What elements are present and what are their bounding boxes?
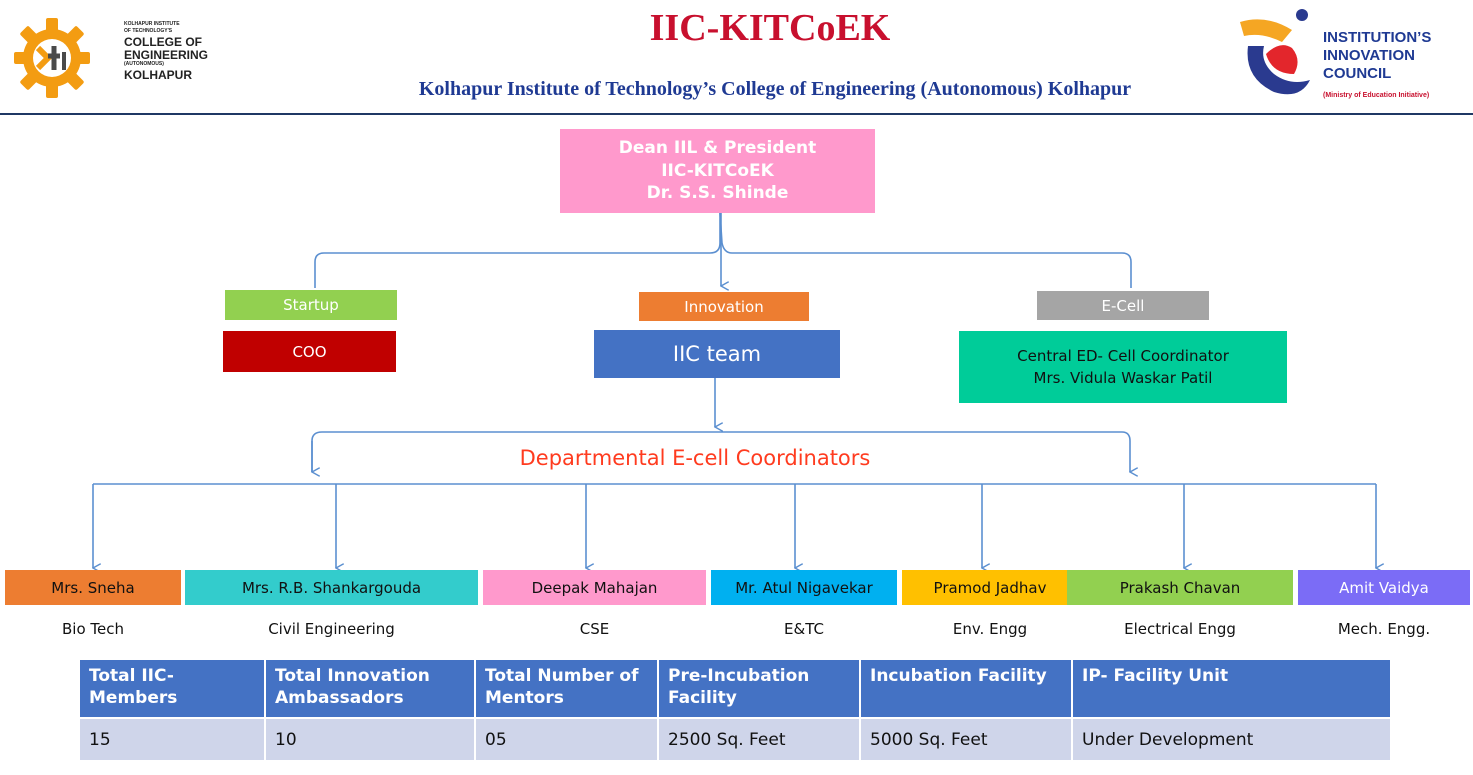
kitcoek-gear-logo-icon — [14, 18, 90, 98]
table-cell: 15 — [80, 717, 266, 760]
table-header: IP- Facility Unit — [1072, 660, 1390, 718]
table-header: Total IIC-Members — [80, 660, 266, 718]
coordinator-box-mech: Amit Vaidya — [1298, 570, 1470, 605]
page-title: IIC-KITCoEK — [649, 7, 891, 49]
logo-left-line-6: KOLHAPUR — [124, 68, 192, 82]
dept-label-env: Env. Engg — [952, 620, 1028, 638]
table-header: Incubation Facility — [860, 660, 1073, 718]
table-header: Total Number of Mentors — [475, 660, 659, 718]
coordinator-box-civil: Mrs. R.B. Shankargouda — [185, 570, 478, 605]
ed-cell-role: Central ED- Cell Coordinator — [1017, 346, 1229, 365]
coordinator-box-env: Pramod Jadhav — [902, 570, 1078, 605]
dept-label-mech: Mech. Engg. — [1337, 620, 1431, 638]
header-divider — [0, 113, 1473, 115]
logo-left-line-5: (AUTONOMOUS) — [124, 61, 164, 67]
institute-subtitle: Kolhapur Institute of Technology’s Colle… — [418, 78, 1132, 100]
coordinator-box-biotech: Mrs. Sneha — [5, 570, 181, 605]
coordinator-box-cse: Deepak Mahajan — [483, 570, 706, 605]
dean-title-line: Dean IIL & President — [618, 138, 817, 159]
table-header: Total Innovation Ambassadors — [265, 660, 476, 718]
iic-logo-subtitle: (Ministry of Education Initiative) — [1323, 92, 1430, 99]
logo-left-line-2: OF TECHNOLOGY'S — [124, 28, 173, 34]
startup-label: Startup — [225, 290, 397, 320]
table-row: 15 10 05 2500 Sq. Feet 5000 Sq. Feet Und… — [80, 717, 1390, 760]
table-cell: 05 — [475, 717, 659, 760]
iic-logo-line-2: INNOVATION — [1323, 47, 1415, 64]
table-header-row: Total IIC-Members Total Innovation Ambas… — [80, 660, 1390, 718]
dean-name-line: Dr. S.S. Shinde — [646, 183, 789, 204]
central-ed-cell-box: Central ED- Cell Coordinator Mrs. Vidula… — [959, 331, 1287, 403]
dean-president-box: Dean IIL & President IIC-KITCoEK Dr. S.S… — [560, 129, 875, 213]
innovation-label: Innovation — [639, 292, 809, 321]
dept-label-cse: CSE — [579, 620, 610, 638]
table-cell: Under Development — [1072, 717, 1390, 760]
iic-stats-table: Total IIC-Members Total Innovation Ambas… — [80, 660, 1390, 760]
iic-logo-line-3: COUNCIL — [1323, 65, 1392, 82]
iic-logo-line-1: INSTITUTION’S — [1323, 29, 1432, 46]
coordinator-box-entc: Mr. Atul Nigavekar — [711, 570, 897, 605]
logo-left-line-1: KOLHAPUR INSTITUTE — [124, 21, 180, 27]
dept-label-entc: E&TC — [784, 620, 824, 638]
logo-left-line-3: COLLEGE OF — [124, 35, 202, 49]
iic-council-logo-icon — [1240, 9, 1310, 95]
coordinator-box-electrical: Prakash Chavan — [1067, 570, 1293, 605]
dept-label-civil: Civil Engineering — [268, 620, 395, 638]
ed-cell-name: Mrs. Vidula Waskar Patil — [1033, 369, 1213, 387]
ecell-label: E-Cell — [1037, 291, 1209, 320]
dean-org-line: IIC-KITCoEK — [661, 160, 774, 181]
table-cell: 5000 Sq. Feet — [860, 717, 1073, 760]
dept-label-electrical: Electrical Engg — [1124, 620, 1236, 638]
iic-team-box: IIC team — [594, 330, 840, 378]
dept-label-biotech: Bio Tech — [62, 620, 124, 638]
logo-left-line-4: ENGINEERING — [124, 48, 209, 62]
table-cell: 2500 Sq. Feet — [658, 717, 861, 760]
coo-box: COO — [223, 331, 396, 372]
departmental-coordinators-heading: Departmental E-cell Coordinators — [519, 446, 871, 470]
table-header: Pre-Incubation Facility — [658, 660, 861, 718]
table-cell: 10 — [265, 717, 476, 760]
